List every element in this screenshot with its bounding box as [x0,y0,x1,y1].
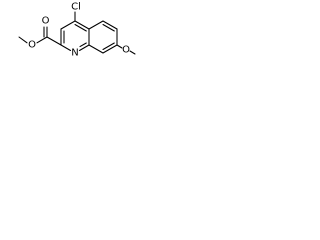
ring-nitrogen-label: N [71,48,78,59]
bond-c7-c8-inner [102,42,115,51]
bond-c5-c6-inner [102,23,115,32]
bond-c4-c4a-inner [74,23,87,32]
aryl-methoxy-oxygen-label: O [122,45,130,56]
atom-label-layer: Cl O O N O [28,2,130,59]
bond-layer [18,11,136,55]
bond-c7-c8 [102,44,118,54]
bond-c8a-n1 [78,44,90,52]
bond-ccarbonyl-o-single [36,36,48,44]
chlorine-label: Cl [71,2,81,13]
bond-o-ch3-aryl [129,50,136,55]
bond-c8-c8a [88,44,104,54]
ester-methoxy-oxygen-label: O [28,40,36,51]
bond-n1-c2 [60,44,72,52]
bond-c4a-c5 [88,20,104,30]
bond-c5-c6 [102,20,118,30]
bond-c4-c4a [74,20,90,30]
bond-c6-o [116,44,123,49]
chemical-structure-diagram: Cl O O N O [18,2,136,59]
bond-c2-ccarbonyl [46,36,62,46]
bond-o-ch3-ester [18,36,28,44]
bond-c8a-n1-inner [79,42,87,48]
ester-carbonyl-oxygen-label: O [42,16,50,27]
bond-c3-c4 [60,20,76,30]
